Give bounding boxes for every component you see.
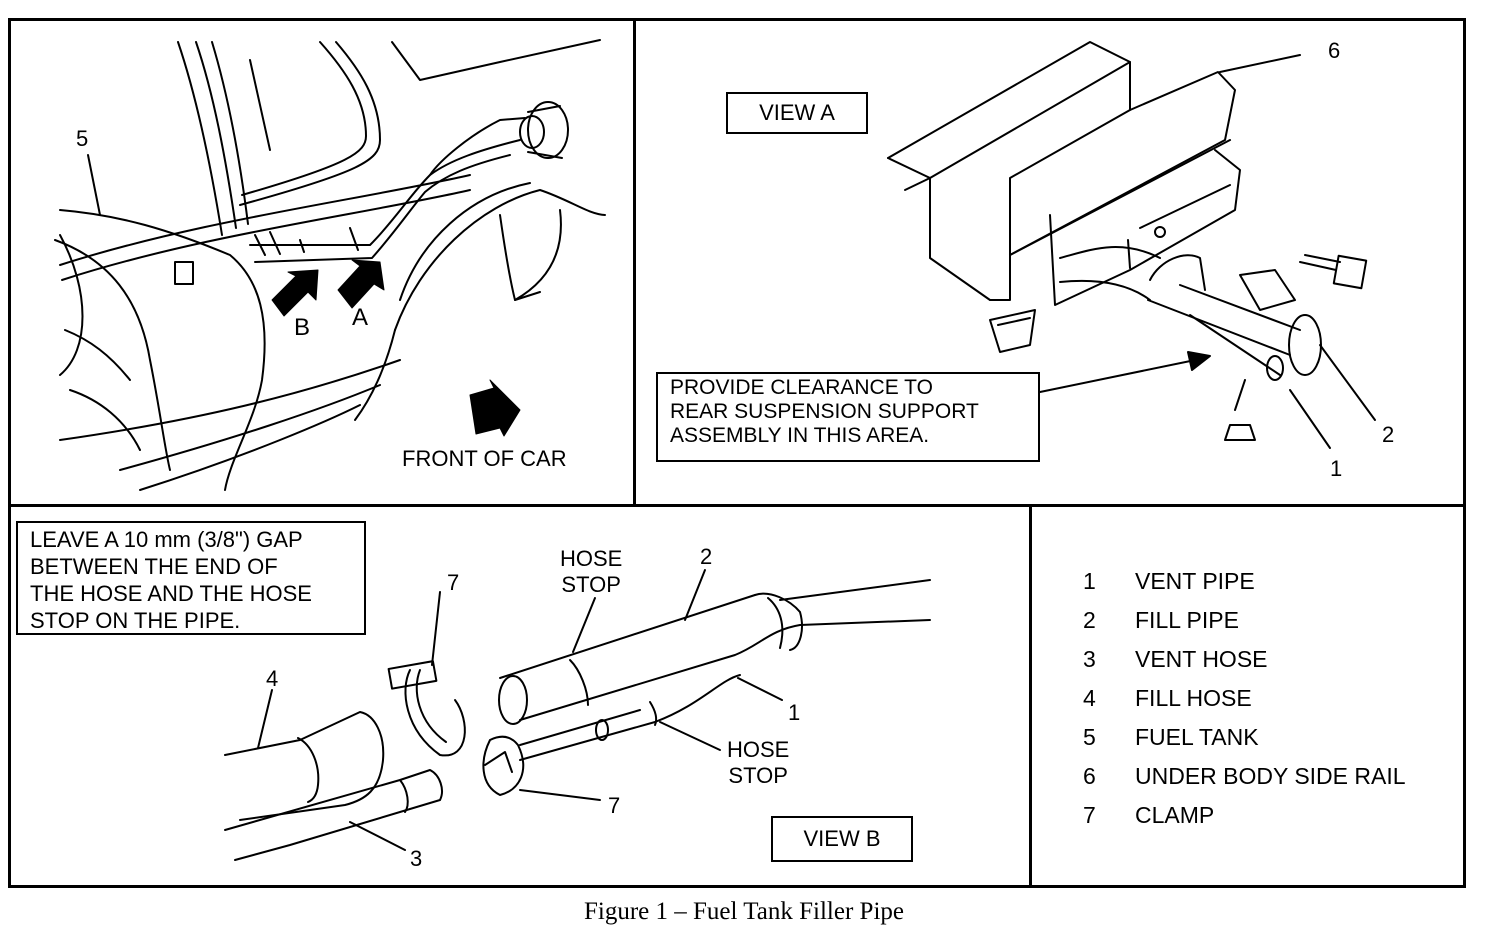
- leader-4: [257, 689, 273, 749]
- hose-stop-bottom-label: HOSE STOP: [727, 737, 789, 789]
- view-a-drawing: [887, 41, 1368, 441]
- legend-label: UNDER BODY SIDE RAIL: [1135, 763, 1406, 789]
- part-number-1-view-a: 1: [1330, 456, 1343, 481]
- leader-1: [1289, 389, 1331, 449]
- view-b-label: VIEW B: [771, 816, 913, 862]
- gap-note: LEAVE A 10 mm (3/8") GAP BETWEEN THE END…: [16, 521, 366, 635]
- gap-note-line-3: THE HOSE AND THE HOSE: [30, 581, 312, 606]
- gap-note-line-4: STOP ON THE PIPE.: [30, 608, 241, 633]
- hose-stop-top-label: HOSE STOP: [560, 546, 622, 598]
- legend-number: 3: [1083, 646, 1096, 672]
- callout-arrow: [1039, 357, 1206, 393]
- legend-number: 6: [1083, 763, 1096, 789]
- legend: 1 VENT PIPE 2 FILL PIPE 3 VENT HOSE 4 FI…: [1083, 570, 1453, 840]
- part-number-5: 5: [76, 126, 89, 151]
- leader-hose-stop-top: [572, 597, 596, 653]
- leader-1b: [737, 677, 783, 701]
- legend-number: 1: [1083, 568, 1096, 594]
- leader-hose-stop-bottom: [659, 721, 721, 751]
- clearance-callout: PROVIDE CLEARANCE TO REAR SUSPENSION SUP…: [656, 372, 1040, 462]
- hose-stop-bottom-line-1: HOSE: [727, 737, 790, 762]
- arrow-b-icon: [271, 269, 319, 317]
- hose-stop-top-line-1: HOSE: [560, 546, 623, 571]
- front-of-car-arrow-icon: [469, 379, 521, 437]
- legend-number: 5: [1083, 724, 1096, 750]
- legend-number: 7: [1083, 802, 1096, 828]
- part-number-1-view-b: 1: [788, 700, 801, 725]
- part-number-2-view-b: 2: [700, 544, 713, 569]
- legend-label: VENT PIPE: [1135, 568, 1255, 594]
- part-number-7-top: 7: [447, 570, 460, 595]
- car-body-drawing: [54, 39, 606, 491]
- legend-label: FILL HOSE: [1135, 685, 1252, 711]
- leader-7-bottom: [519, 789, 601, 801]
- view-b-drawing: [224, 579, 931, 861]
- view-a-label: VIEW A: [726, 92, 868, 134]
- gap-note-line-2: BETWEEN THE END OF: [30, 554, 278, 579]
- arrow-a-icon: [337, 259, 385, 309]
- callout-arrowhead-icon: [1187, 351, 1211, 371]
- legend-label: VENT HOSE: [1135, 646, 1268, 672]
- leader-5: [87, 154, 101, 216]
- figure-caption: Figure 1 – Fuel Tank Filler Pipe: [584, 898, 904, 925]
- gap-note-line-1: LEAVE A 10 mm (3/8") GAP: [30, 527, 303, 552]
- leader-7-top: [431, 591, 441, 666]
- part-number-3: 3: [410, 846, 423, 871]
- clearance-line-1: PROVIDE CLEARANCE TO: [670, 376, 933, 399]
- legend-label: CLAMP: [1135, 802, 1215, 828]
- arrow-b-label: B: [294, 314, 311, 341]
- legend-label: FUEL TANK: [1135, 724, 1259, 750]
- front-of-car-label: FRONT OF CAR: [402, 446, 567, 471]
- arrow-a-label: A: [352, 304, 369, 331]
- clearance-line-3: ASSEMBLY IN THIS AREA.: [670, 424, 930, 447]
- hose-stop-bottom-line-2: STOP: [728, 763, 788, 788]
- legend-number: 4: [1083, 685, 1096, 711]
- part-number-4: 4: [266, 666, 279, 691]
- leader-6: [1219, 54, 1301, 73]
- hose-stop-top-line-2: STOP: [561, 572, 621, 597]
- part-number-7-bottom: 7: [608, 793, 621, 818]
- legend-number: 2: [1083, 607, 1096, 633]
- leader-2b: [684, 569, 706, 621]
- legend-label: FILL PIPE: [1135, 607, 1239, 633]
- part-number-6: 6: [1328, 38, 1341, 63]
- leader-2: [1319, 344, 1376, 421]
- leader-3: [349, 821, 406, 851]
- clearance-line-2: REAR SUSPENSION SUPPORT: [670, 400, 979, 423]
- part-number-2-view-a: 2: [1382, 422, 1395, 447]
- legend-panel: [1029, 504, 1466, 888]
